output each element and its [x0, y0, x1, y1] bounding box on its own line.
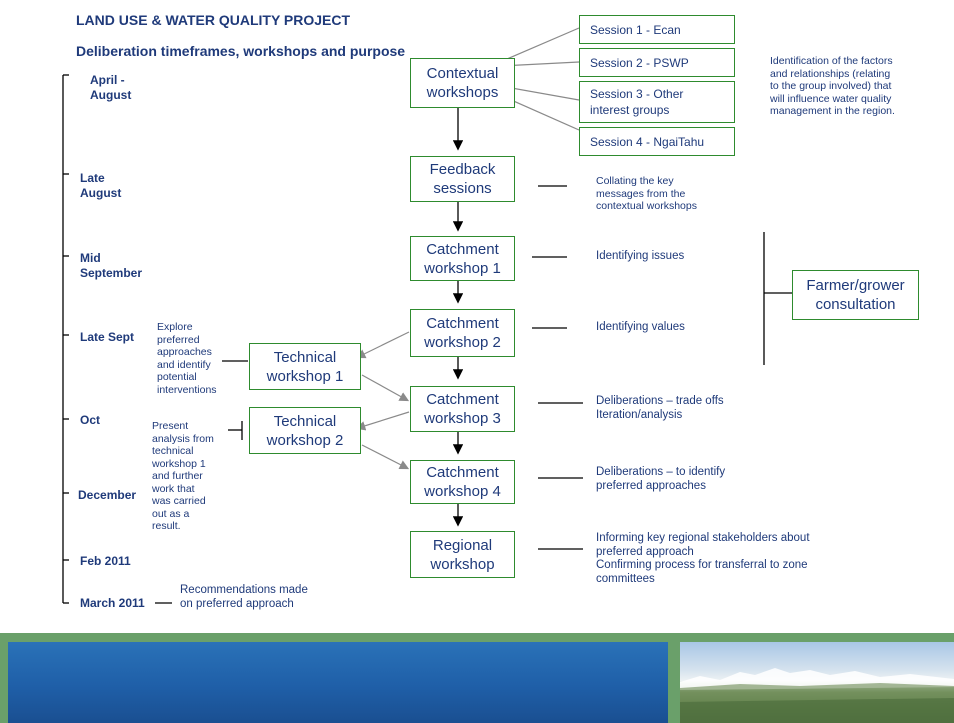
feedback-sessions-box: Feedback sessions: [410, 156, 515, 202]
feedback-note: Collating the key messages from the cont…: [596, 175, 697, 212]
timeline-label-april-august: April - August: [90, 73, 132, 102]
technical-2-note: Present analysis from technical workshop…: [152, 420, 214, 532]
catchment-workshop-2-box: Catchment workshop 2: [410, 309, 515, 357]
catchment-workshop-4-box: Catchment workshop 4: [410, 460, 515, 504]
timeline-label-mid-september: Mid September: [80, 251, 143, 280]
timeline-label-march-2011: March 2011: [80, 596, 145, 610]
timeline-label-feb-2011: Feb 2011: [80, 554, 131, 568]
page-subtitle: Deliberation timeframes, workshops and p…: [76, 43, 406, 59]
timeline-label-december: December: [78, 488, 137, 502]
session-1-box: Session 1 - Ecan: [579, 15, 735, 44]
contextual-note: Identification of the factors and relati…: [770, 55, 895, 117]
session-3-box: Session 3 - Other interest groups: [579, 81, 735, 123]
footer-blue-panel: [8, 642, 668, 723]
catchment-4-note: Deliberations – to identify preferred ap…: [596, 466, 726, 492]
session-4-box: Session 4 - NgaiTahu: [579, 127, 735, 156]
technical-workshop-1-box: Technical workshop 1: [249, 343, 361, 390]
regional-workshop-box: Regional workshop: [410, 531, 515, 578]
technical-1-note: Explore preferred approaches and identif…: [157, 321, 217, 396]
mountain-range-image: [680, 668, 954, 723]
session-2-box: Session 2 - PSWP: [579, 48, 735, 77]
catchment-workshop-1-box: Catchment workshop 1: [410, 236, 515, 281]
farmer-grower-consultation-box: Farmer/grower consultation: [792, 270, 919, 320]
landscape-photo: [680, 642, 954, 723]
catchment-2-note: Identifying values: [596, 321, 685, 333]
timeline-label-late-sept: Late Sept: [80, 330, 135, 344]
timeline-label-oct: Oct: [80, 413, 101, 427]
catchment-workshop-3-box: Catchment workshop 3: [410, 386, 515, 432]
timeline-label-late-august: Late August: [80, 171, 122, 200]
page-title: LAND USE & WATER QUALITY PROJECT: [76, 12, 351, 28]
regional-note: Informing key regional stakeholders abou…: [596, 532, 810, 585]
march-2011-note: Recommendations made on preferred approa…: [180, 584, 308, 610]
catchment-3-note: Deliberations – trade offs Iteration/ana…: [596, 395, 724, 421]
catchment-1-note: Identifying issues: [596, 250, 685, 262]
technical-workshop-2-box: Technical workshop 2: [249, 407, 361, 454]
contextual-workshops-box: Contextual workshops: [410, 58, 515, 108]
